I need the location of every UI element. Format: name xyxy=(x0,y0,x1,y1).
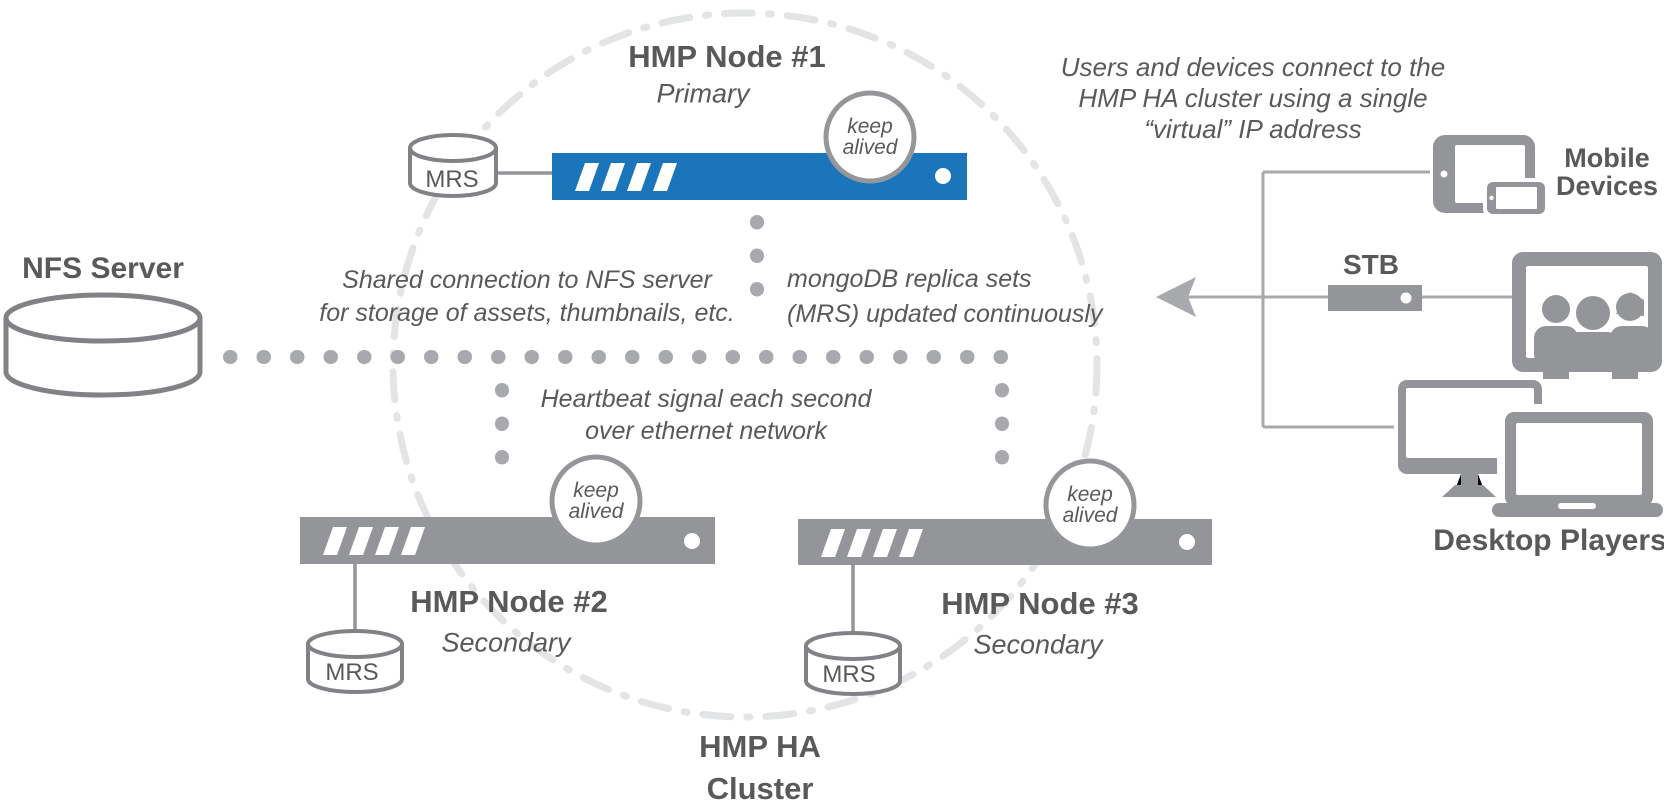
node1-server-bar xyxy=(552,153,967,200)
node2-server-vents-icon xyxy=(323,527,425,555)
node2-power-led-icon xyxy=(684,533,700,549)
tv-audience-icon xyxy=(1512,252,1662,379)
note-line: HMP HA cluster using a single xyxy=(1078,83,1428,113)
node2-mrs-label: MRS xyxy=(325,659,379,686)
node2-title: HMP Node #2 xyxy=(410,584,608,619)
node3-mrs-database-icon xyxy=(804,631,902,696)
node3-title: HMP Node #3 xyxy=(941,586,1139,621)
ha-cluster-boundary-circle xyxy=(389,9,1101,721)
node1-keepalived-badge: keep alived xyxy=(843,116,898,158)
smartphone-icon xyxy=(1483,178,1549,218)
node3-server-vents-icon xyxy=(821,529,923,557)
note-line: for storage of assets, thumbnails, etc. xyxy=(319,299,735,327)
node1-title: HMP Node #1 xyxy=(628,39,826,74)
node2-keepalived-badge-circle xyxy=(549,454,643,548)
nfs-database-icon xyxy=(3,292,203,398)
node1-role-label: Primary xyxy=(656,78,750,109)
node1-mrs-label: MRS xyxy=(425,166,479,193)
mobile-devices-label: Mobile Devices xyxy=(1556,144,1658,200)
device-label-line: Devices xyxy=(1555,171,1659,201)
note-line: Heartbeat signal each second xyxy=(540,385,872,413)
virtual-ip-note: Users and devices connect to the HMP HA … xyxy=(1061,52,1445,145)
nfs-shared-note: Shared connection to NFS server for stor… xyxy=(319,264,734,330)
device-bracket xyxy=(1186,170,1512,429)
note-line: mongoDB replica sets xyxy=(787,265,1032,293)
node2-server-bar xyxy=(300,517,715,564)
device-label-line: Mobile xyxy=(1564,143,1650,173)
node3-mrs-label: MRS xyxy=(822,661,876,688)
badge-line: keep xyxy=(1067,483,1113,506)
node2-keepalived-badge: keep alived xyxy=(569,480,624,522)
audience-silhouettes-icon xyxy=(1534,292,1648,358)
node2-role-label: Secondary xyxy=(441,627,571,658)
node3-keepalived-badge-circle xyxy=(1043,458,1137,552)
note-line: Shared connection to NFS server xyxy=(342,266,712,294)
nfs-server-label: NFS Server xyxy=(22,252,184,285)
node3-keepalived-badge: keep alived xyxy=(1063,484,1118,526)
note-line: Users and devices connect to the xyxy=(1060,52,1446,82)
node3-role-label: Secondary xyxy=(973,629,1103,660)
badge-line: keep xyxy=(847,115,893,138)
note-line: over ethernet network xyxy=(585,417,827,445)
laptop-icon xyxy=(1492,404,1663,517)
badge-line: alived xyxy=(568,500,624,523)
node1-mrs-database-icon xyxy=(408,133,498,198)
node1-keepalived-badge-circle xyxy=(823,90,917,184)
node1-power-led-icon xyxy=(935,168,951,184)
badge-line: alived xyxy=(1062,504,1118,527)
node1-server-vents-icon xyxy=(575,163,677,191)
note-line: “virtual” IP address xyxy=(1144,114,1362,144)
node3-server-bar xyxy=(798,519,1212,565)
mongo-replica-note: mongoDB replica sets (MRS) updated conti… xyxy=(787,262,1102,332)
cluster-label-line: Cluster xyxy=(706,771,814,806)
heartbeat-note: Heartbeat signal each second over ethern… xyxy=(541,383,872,447)
stb-label: STB xyxy=(1343,249,1399,280)
badge-line: keep xyxy=(573,479,619,502)
node3-power-led-icon xyxy=(1179,534,1195,550)
stb-icon xyxy=(1328,285,1422,311)
badge-line: alived xyxy=(842,136,898,159)
cluster-label: HMP HA Cluster xyxy=(699,726,821,810)
virtual-ip-arrowhead-icon xyxy=(1156,277,1196,317)
cluster-label-line: HMP HA xyxy=(699,729,821,764)
dotted-links xyxy=(223,215,1010,497)
desktop-players-label: Desktop Players xyxy=(1433,524,1664,557)
node2-mrs-database-icon xyxy=(306,629,404,694)
note-line: (MRS) updated continuously xyxy=(787,300,1103,328)
